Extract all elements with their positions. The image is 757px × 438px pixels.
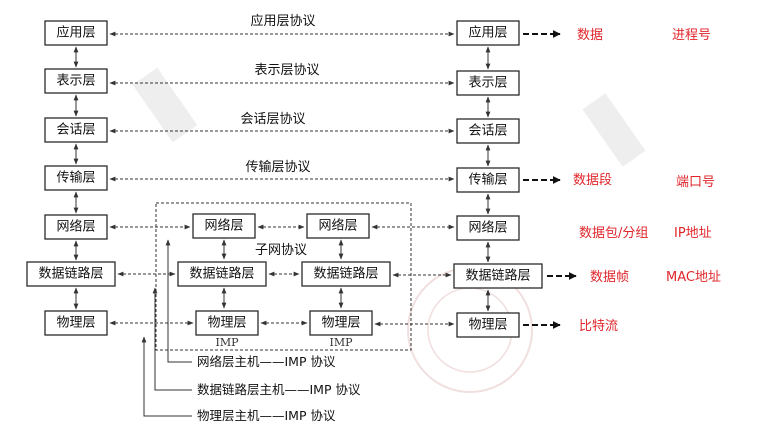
left-layer-datalink: 数据链路层 — [38, 266, 103, 282]
annotation-unit-data: 数据 — [577, 28, 603, 43]
subnet-protocol-label: 子网协议 — [255, 243, 307, 258]
left-layer-presentation: 表示层 — [56, 74, 95, 89]
annotation-id-ip: IP地址 — [674, 226, 712, 241]
left-layer-application: 应用层 — [56, 25, 95, 41]
protocol-application: 应用层协议 — [250, 13, 315, 29]
right-layer-network: 网络层 — [468, 220, 507, 236]
left-layer-physical: 物理层 — [56, 316, 95, 331]
annotations: 数据 进程号 数据段 端口号 数据包/分组 IP地址 数据帧 MAC地址 比特流 — [523, 28, 721, 334]
annotation-id-process: 进程号 — [672, 28, 711, 43]
right-layer-datalink: 数据链路层 — [465, 268, 530, 284]
protocol-transport: 传输层协议 — [245, 159, 310, 175]
right-stack: 应用层 表示层 会话层 传输层 网络层 数据链路层 物理层 — [453, 20, 543, 338]
right-layer-session: 会话层 — [468, 124, 507, 139]
annotation-unit-frame: 数据帧 — [590, 270, 629, 285]
subnet-right-network: 网络层 — [318, 218, 357, 234]
imp-label-right: IMP — [329, 336, 353, 349]
annotation-id-port: 端口号 — [676, 175, 715, 190]
peer-protocols: 应用层协议 表示层协议 会话层协议 传输层协议 — [109, 13, 455, 182]
subnet-boundary — [155, 202, 412, 351]
annotation-unit-segment: 数据段 — [573, 173, 612, 188]
imp-label-left: IMP — [215, 336, 239, 349]
subnet-left-physical: 物理层 — [207, 316, 246, 331]
subnet-boxes: 网络层 网络层 数据链路层 数据链路层 物理层 物理层 IMP IMP 子网协议 — [177, 213, 391, 349]
left-layer-transport: 传输层 — [56, 170, 95, 186]
annotation-id-mac: MAC地址 — [666, 270, 721, 285]
left-stack: 应用层 表示层 会话层 传输层 网络层 数据链路层 物理层 — [26, 20, 116, 336]
left-layer-network: 网络层 — [56, 219, 95, 235]
right-layer-application: 应用层 — [468, 25, 507, 41]
protocol-presentation: 表示层协议 — [254, 63, 319, 78]
subnet-left-datalink: 数据链路层 — [189, 266, 254, 282]
subnet-right-datalink: 数据链路层 — [313, 266, 378, 282]
subnet-right-physical: 物理层 — [321, 316, 360, 331]
legend-connectors: 网络层主机——IMP 协议 数据链路层主机——IMP 协议 物理层主机——IMP… — [141, 239, 361, 423]
right-layer-physical: 物理层 — [468, 318, 507, 333]
legend-physical-host-imp: 物理层主机——IMP 协议 — [197, 408, 336, 423]
legend-datalink-host-imp: 数据链路层主机——IMP 协议 — [197, 382, 361, 397]
right-layer-transport: 传输层 — [468, 172, 507, 188]
left-layer-session: 会话层 — [56, 123, 95, 138]
subnet-left-network: 网络层 — [204, 218, 243, 234]
right-layer-presentation: 表示层 — [468, 76, 507, 91]
protocol-session: 会话层协议 — [240, 112, 305, 127]
legend-network-host-imp: 网络层主机——IMP 协议 — [197, 354, 336, 369]
lower-layer-links — [109, 224, 455, 327]
annotation-unit-packet: 数据包/分组 — [579, 226, 648, 241]
annotation-unit-bitstream: 比特流 — [579, 319, 618, 334]
